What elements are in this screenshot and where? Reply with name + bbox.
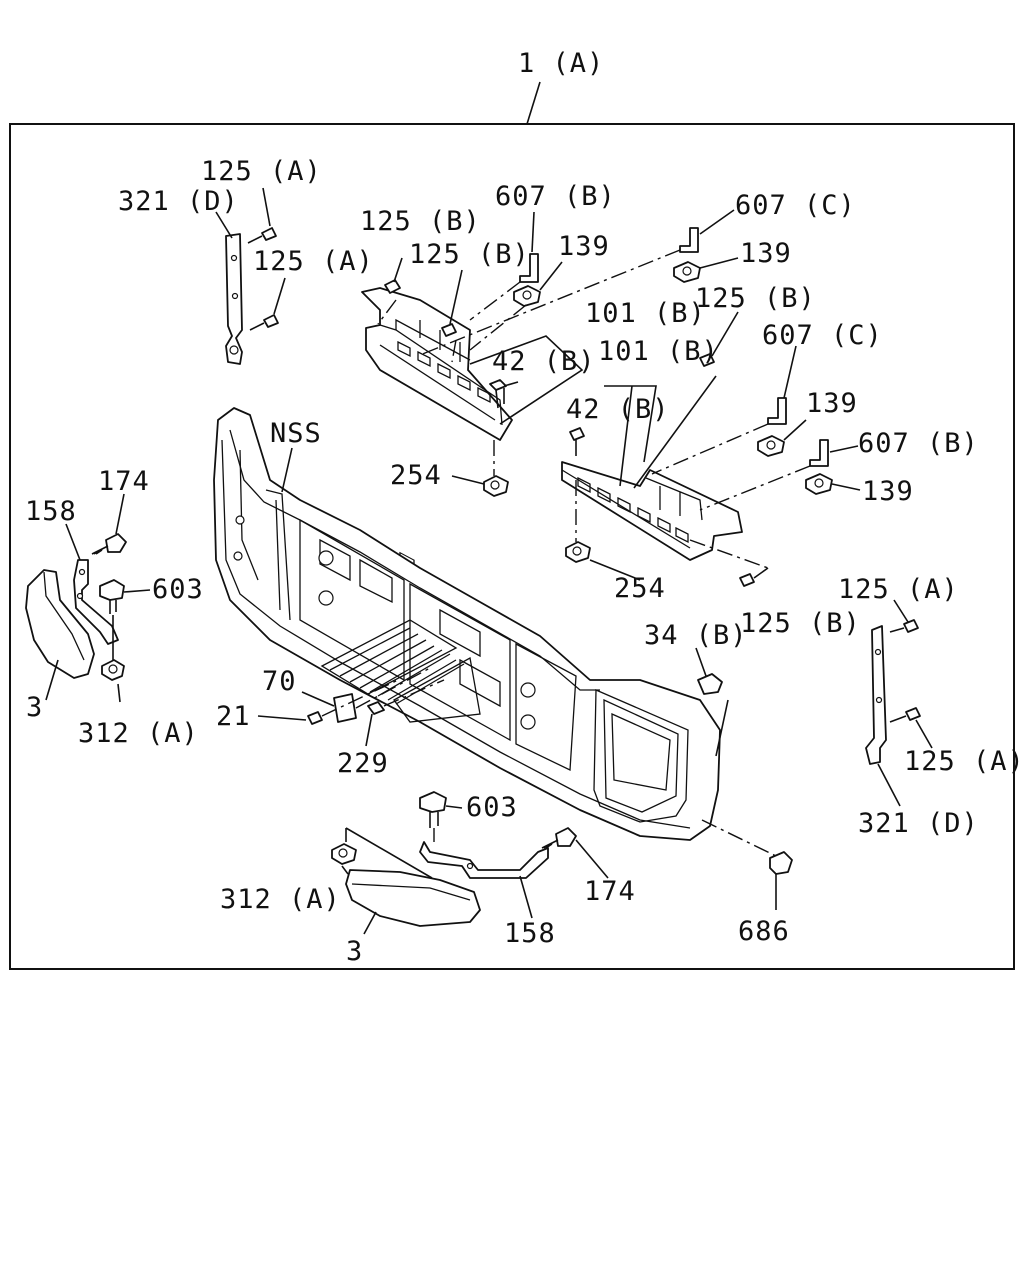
callout-nss: NSS (270, 418, 322, 449)
callout-101b-1: 101 (B) (585, 298, 706, 329)
callout-686: 686 (738, 916, 790, 947)
callout-125b-2: 125 (B) (409, 239, 530, 270)
callout-158-2: 158 (504, 918, 556, 949)
callout-125b-4: 125 (B) (740, 608, 861, 639)
part-nut-254-1 (483, 475, 509, 497)
callout-229: 229 (337, 748, 389, 779)
assembly-frame (9, 123, 1015, 970)
callout-254-1: 254 (390, 460, 442, 491)
callout-assembly-1a: 1 (A) (518, 48, 604, 79)
part-screw-174-1 (91, 533, 127, 555)
callout-125b-1: 125 (B) (360, 206, 481, 237)
part-bolt-125b-1 (384, 279, 401, 294)
part-bolt-125b-2 (441, 323, 457, 337)
part-bracket-158-right (419, 841, 549, 879)
part-screw-21 (307, 711, 323, 725)
part-bolt-125a-3 (889, 619, 919, 633)
part-step-101b-left (361, 287, 513, 572)
part-bracket-321d-left (225, 233, 243, 365)
part-bracket-321d-right (865, 625, 887, 765)
callout-607c-2: 607 (C) (762, 320, 883, 351)
callout-607c-1: 607 (C) (735, 190, 856, 221)
callout-70: 70 (262, 666, 297, 697)
part-corner-cap-3-left (25, 569, 95, 679)
part-grommet-34b (697, 673, 723, 695)
part-bolt-603-2 (419, 791, 447, 828)
part-clip-686 (769, 851, 793, 875)
assembly-leader (526, 81, 541, 125)
callout-125b-3: 125 (B) (695, 283, 816, 314)
part-clip-607c-1 (679, 227, 699, 253)
callout-101b-2: 101 (B) (598, 336, 719, 367)
part-nut-229 (367, 701, 385, 715)
callout-125a-1: 125 (A) (201, 156, 322, 187)
callout-312a-2: 312 (A) (220, 884, 341, 915)
part-bolt-125a-4 (889, 707, 921, 723)
part-bolt-125b-4 (739, 573, 755, 587)
callout-603-2: 603 (466, 792, 518, 823)
part-bolt-125b-3 (699, 353, 715, 367)
callout-174-1: 174 (98, 466, 150, 497)
callout-607b-2: 607 (B) (858, 428, 979, 459)
part-bolt-42b-1 (489, 379, 507, 409)
callout-312a-1: 312 (A) (78, 718, 199, 749)
callout-174-2: 174 (584, 876, 636, 907)
callout-21: 21 (216, 701, 251, 732)
part-nut-254-2 (565, 541, 591, 563)
callout-603-1: 603 (152, 574, 204, 605)
part-nut-139-1 (513, 285, 541, 307)
callout-125a-3: 125 (A) (838, 574, 959, 605)
callout-3-1: 3 (26, 692, 43, 723)
callout-158-1: 158 (25, 496, 77, 527)
callout-254-2: 254 (614, 573, 666, 604)
part-bracket-158-left (73, 559, 119, 645)
part-bolt-42b-2 (569, 427, 585, 456)
part-corner-cap-3-right (345, 869, 481, 927)
callout-607b-1: 607 (B) (495, 181, 616, 212)
part-bumper-main (213, 407, 721, 841)
callout-139-4: 139 (862, 476, 914, 507)
part-nut-312a-1 (101, 659, 125, 681)
part-clip-607c-2 (767, 397, 787, 425)
callout-42b-2: 42 (B) (566, 394, 670, 425)
part-screw-174-2 (541, 827, 577, 849)
callout-3-2: 3 (346, 936, 363, 967)
callout-42b-1: 42 (B) (492, 346, 596, 377)
part-nut-139-4 (805, 473, 833, 495)
callout-34b: 34 (B) (644, 620, 748, 651)
part-bolt-603-1 (99, 579, 125, 614)
part-nut-139-3 (757, 435, 785, 457)
part-step-101b-right (561, 461, 743, 561)
part-nut-139-2 (673, 261, 701, 283)
part-nut-312a-2 (331, 843, 357, 865)
part-bolt-125a-1 (247, 227, 277, 244)
part-bolt-125a-2 (249, 314, 279, 331)
part-plate-70 (333, 693, 357, 723)
callout-125a-2: 125 (A) (253, 246, 374, 277)
part-clip-607b-2 (809, 439, 829, 467)
callout-125a-4: 125 (A) (904, 746, 1024, 777)
callout-139-2: 139 (740, 238, 792, 269)
callout-139-3: 139 (806, 388, 858, 419)
callout-139-1: 139 (558, 231, 610, 262)
callout-321d-1: 321 (D) (118, 186, 239, 217)
callout-321d-2: 321 (D) (858, 808, 979, 839)
